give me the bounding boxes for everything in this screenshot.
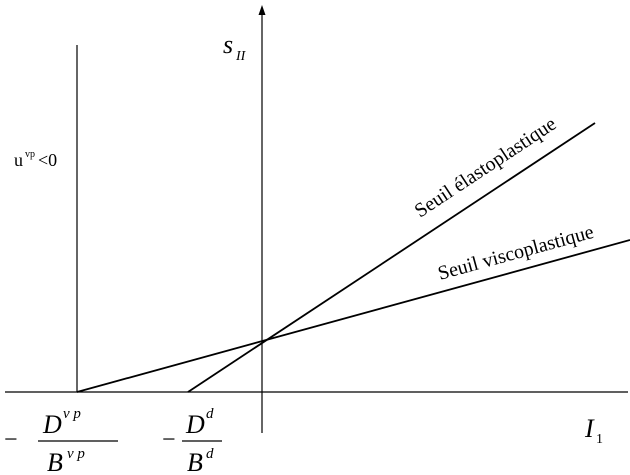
vp-denominator-base: B bbox=[47, 448, 63, 475]
d-denominator-superscript: d bbox=[206, 446, 214, 462]
d-numerator-base: D bbox=[185, 410, 205, 439]
d-denominator-base: B bbox=[187, 448, 203, 475]
d-numerator-superscript: d bbox=[206, 406, 214, 422]
viscoplastic-intercept-fraction: − D v p B v p bbox=[4, 406, 118, 475]
vp-numerator-superscript: v p bbox=[63, 406, 81, 422]
y-axis-label: s II bbox=[223, 30, 247, 64]
elastoplastic-intercept-fraction: − D d B d bbox=[162, 406, 222, 475]
elastoplastic-threshold-line bbox=[187, 122, 596, 393]
region-label-relation: <0 bbox=[38, 150, 57, 170]
x-axis-name: I bbox=[584, 414, 595, 443]
vertical-axis-arrowhead bbox=[258, 5, 266, 15]
y-axis-subscript: II bbox=[235, 49, 247, 64]
x-axis-subscript: 1 bbox=[596, 432, 603, 447]
x-axis-label: I 1 bbox=[584, 414, 603, 447]
elastoplastic-threshold-label: Seuil élastoplastique bbox=[411, 113, 561, 222]
viscoplastic-threshold-label: Seuil viscoplastique bbox=[435, 221, 596, 285]
region-label-superscript: vp bbox=[25, 149, 35, 160]
vp-denominator-superscript: v p bbox=[67, 446, 85, 462]
d-minus-sign: − bbox=[162, 427, 176, 453]
viscoplastic-threshold-line bbox=[76, 239, 630, 393]
vp-numerator-base: D bbox=[42, 410, 62, 439]
vp-minus-sign: − bbox=[4, 427, 18, 453]
region-label: u vp <0 bbox=[14, 149, 57, 170]
y-axis-name: s bbox=[223, 30, 233, 59]
region-label-base: u bbox=[14, 150, 23, 170]
